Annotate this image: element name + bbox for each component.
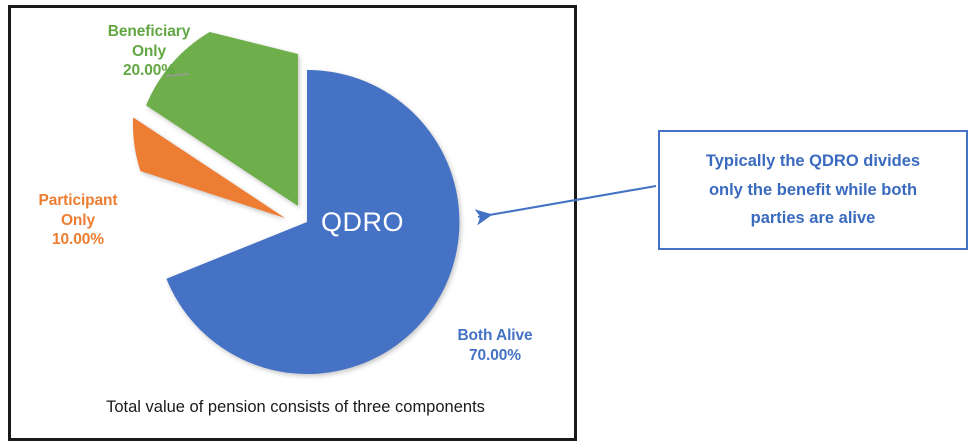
callout-note-box: Typically the QDRO divides only the bene… [658,130,968,250]
callout-note-text: Typically the QDRO divides only the bene… [705,151,921,228]
leader-line-beneficiary [165,73,190,77]
pie-chart-graphic [132,32,460,374]
pie-slice-beneficiary-only [146,32,298,206]
chart-caption: Total value of pension consists of three… [106,398,485,416]
pie-slice-participant-only [132,117,285,218]
pie-slice-both-alive [166,69,460,374]
chart-frame-panel: Beneficiary Only 20.00% Participant Only… [8,5,577,441]
